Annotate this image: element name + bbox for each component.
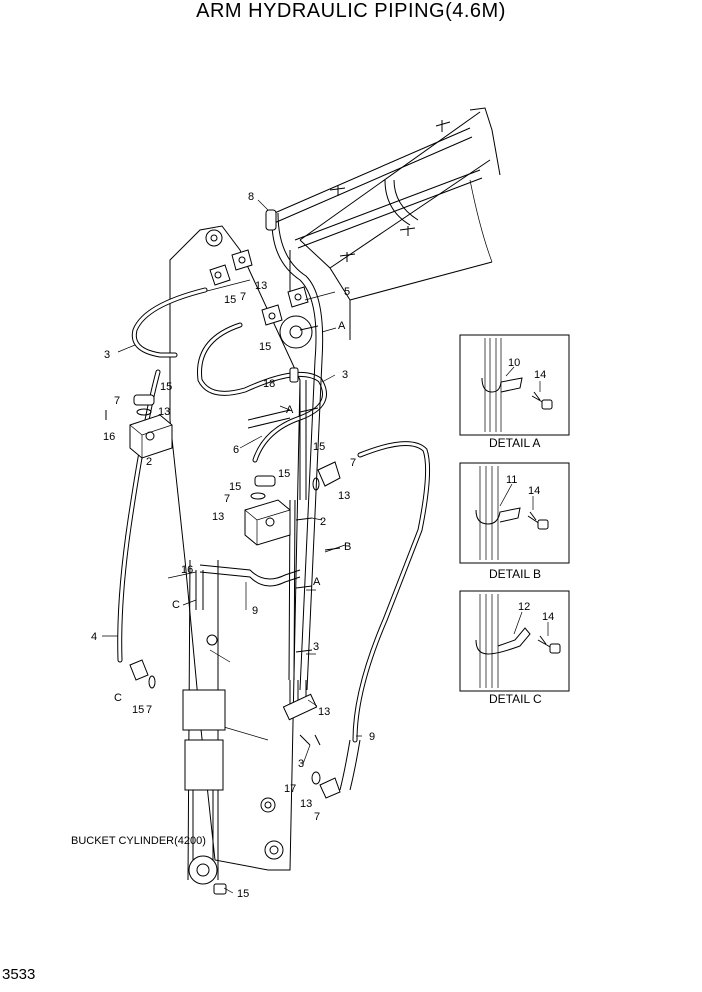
callout-a: A — [286, 404, 294, 416]
callout-5: 5 — [344, 286, 350, 298]
bucket-cylinder-label: BUCKET CYLINDER(4200) — [71, 835, 206, 847]
callout-c: A — [313, 576, 321, 588]
callout-7: 13 — [300, 798, 312, 810]
callout-8: 8 — [248, 191, 254, 203]
detail-c: 12 14 DETAIL C — [459, 590, 570, 706]
detail-b-part-top: 11 — [506, 474, 517, 486]
detail-b-part-side: 14 — [528, 485, 540, 497]
callout-6: 6 — [233, 444, 239, 456]
callout-15: 15 — [224, 294, 236, 306]
callout-2: 2 — [146, 456, 152, 468]
callout-13: 13 — [338, 490, 350, 502]
callout-15: 15 — [160, 381, 172, 393]
callout-7: 7 — [240, 291, 246, 303]
callout-13: 17 — [284, 783, 296, 795]
callout-15: 15 — [278, 468, 290, 480]
detail-b: 11 14 DETAIL B — [459, 462, 570, 581]
callout-15: 15 — [259, 341, 271, 353]
callout-3: 3 — [104, 349, 110, 361]
callout-4: 9 — [252, 605, 258, 617]
boom — [269, 107, 501, 340]
callout-a: 16 — [181, 564, 193, 576]
callout-3: 4 — [91, 631, 97, 643]
callout-9: 13 — [318, 706, 330, 718]
callout-a: A — [338, 320, 346, 332]
callout-7: 7 — [114, 395, 120, 407]
detail-a-part-side: 14 — [534, 369, 546, 381]
callout-16: B — [344, 541, 351, 553]
callout-2: 13 — [212, 511, 224, 523]
callout-7: 7 — [350, 457, 356, 469]
detail-b-caption: DETAIL B — [489, 567, 541, 581]
detail-c-part-side: 14 — [542, 611, 554, 623]
leader-lines — [102, 199, 362, 894]
callout-15: 7 — [314, 811, 320, 823]
arm-pipes — [195, 212, 324, 721]
callout-17: 3 — [298, 758, 304, 770]
callout-15: C — [114, 692, 122, 704]
callout-7: 15 — [132, 704, 144, 716]
callout-9: C — [172, 599, 180, 611]
callout-13: 7 — [146, 704, 152, 716]
callouts: 8 13 7 15 5 A 15 3 18 3 15 7 13 16 2 A 6… — [91, 191, 375, 900]
detail-c-caption: DETAIL C — [489, 692, 542, 706]
callout-13: 7 — [224, 493, 230, 505]
callout-b: 2 — [320, 516, 326, 528]
callout-13: 13 — [158, 406, 170, 418]
callout-7: 15 — [229, 481, 241, 493]
detail-a: 10 14 DETAIL A — [459, 334, 570, 450]
detail-a-part-top: 10 — [508, 357, 520, 369]
bucket-cylinder — [182, 559, 226, 885]
detail-a-caption: DETAIL A — [489, 436, 540, 450]
callout-16: 16 — [103, 431, 115, 443]
callout-c: 3 — [313, 641, 319, 653]
callout-13: 15 — [237, 888, 249, 900]
callout-15: 15 — [313, 441, 325, 453]
detail-c-part-top: 12 — [518, 601, 530, 613]
callout-3: 9 — [369, 731, 375, 743]
arm-structure — [169, 225, 313, 871]
page-number: 3533 — [2, 966, 36, 983]
callout-13: 13 — [255, 280, 267, 292]
fittings — [105, 209, 341, 895]
diagram-title: ARM HYDRAULIC PIPING(4.6M) — [196, 0, 506, 22]
callout-3: 3 — [342, 369, 348, 381]
callout-18: 18 — [263, 378, 275, 390]
